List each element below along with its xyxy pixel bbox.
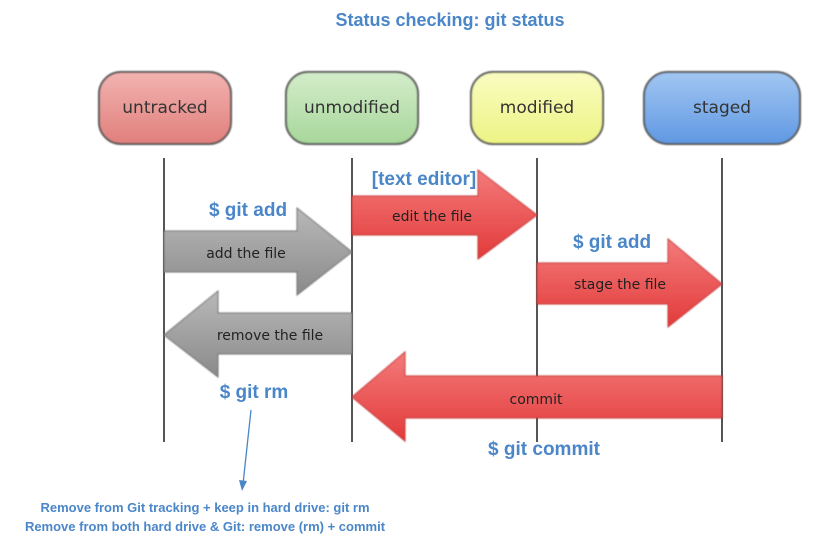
arrow-add-file-label: add the file (206, 246, 286, 262)
arrow-commit: commit (351, 350, 723, 443)
cmd-text-editor: [text editor] (372, 169, 477, 190)
arrow-stage-file: stage the file (536, 237, 723, 329)
note-line-1: Remove from Git tracking + keep in hard … (40, 500, 369, 515)
arrow-commit-label: commit (510, 392, 563, 408)
cmd-git-rm: $ git rm (220, 382, 289, 403)
arrow-edit-file: edit the file (351, 168, 538, 260)
state-staged: staged (643, 71, 801, 145)
state-modified-label: modified (500, 98, 574, 118)
pointer-arrowhead (239, 480, 247, 491)
cmd-git-commit: $ git commit (488, 439, 601, 460)
cmd-git-add-1: $ git add (209, 200, 287, 221)
arrow-stage-file-label: stage the file (574, 277, 666, 293)
state-staged-label: staged (693, 98, 751, 118)
pointer-line (242, 409, 252, 485)
state-modified: modified (470, 71, 604, 145)
state-untracked: untracked (98, 71, 232, 145)
arrow-remove-file-label: remove the file (217, 328, 323, 344)
note-line-2: Remove from both hard drive & Git: remov… (25, 519, 386, 534)
cmd-git-add-2: $ git add (573, 232, 651, 253)
state-unmodified-label: unmodified (304, 98, 400, 118)
arrow-add-file: add the file (163, 206, 353, 297)
arrow-remove-file: remove the file (163, 289, 353, 379)
arrow-edit-file-label: edit the file (392, 209, 472, 225)
state-untracked-label: untracked (122, 98, 207, 118)
diagram-title: Status checking: git status (335, 10, 564, 30)
state-unmodified: unmodified (285, 71, 419, 145)
